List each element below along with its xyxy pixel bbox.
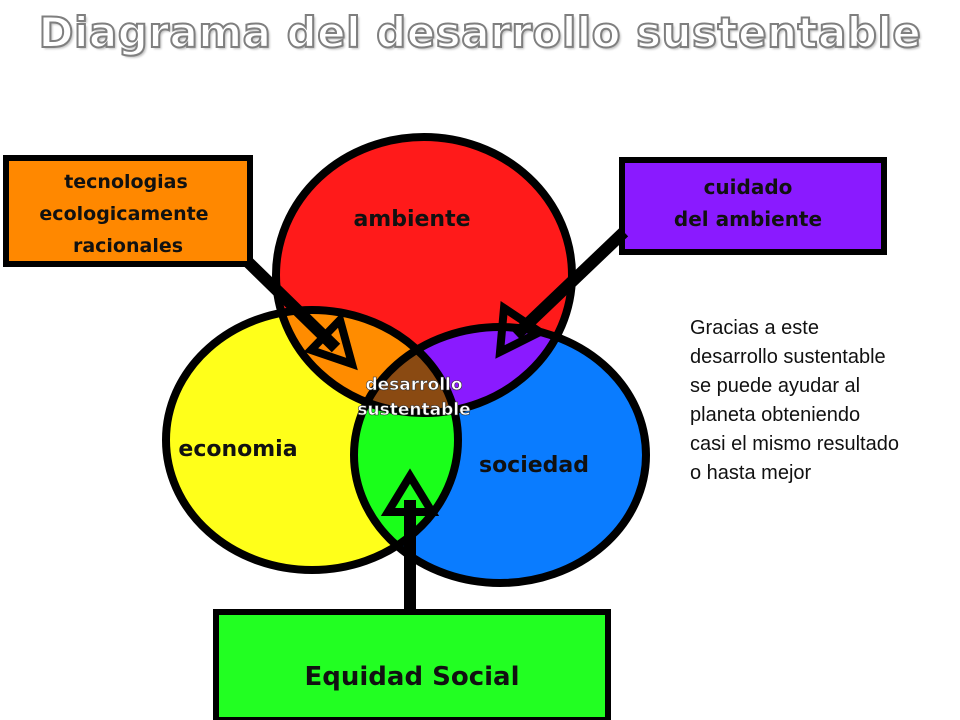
center-label-line1: desarrollo [365,375,462,395]
center-overlap [354,327,458,413]
equidad-label: Equidad Social [305,662,520,692]
ambiente-label: ambiente [353,207,470,232]
sociedad-label: sociedad [479,453,589,478]
tecnologias-label-line1: tecnologias [64,171,188,193]
center-label-line2: sustentable [357,400,470,420]
tecnologias-label-line3: racionales [73,235,183,257]
note-line-6: o hasta mejor [690,462,812,484]
cuidado-label-line2: del ambiente [674,207,822,231]
arrow-cuidado [495,227,629,359]
note-line-2: desarrollo sustentable [690,346,886,368]
cuidado-label-line1: cuidado [704,175,793,199]
arrow-equidad [380,468,440,612]
note-line-5: casi el mismo resultado [690,433,899,455]
note-line-4: planeta obteniendo [690,404,861,426]
side-note: Gracias a este desarrollo sustentable se… [690,314,955,488]
arrow-tecnologias [243,257,358,371]
slide-title: Diagrama del desarrollo sustentable [38,7,922,58]
note-line-3: se puede ayudar al [690,375,861,397]
cuidado-box [619,157,887,255]
note-line-1: Gracias a este [690,317,819,339]
tecnologias-box [3,155,253,267]
economia-label: economia [178,437,297,462]
tecnologias-label-line2: ecologicamente [39,203,208,225]
